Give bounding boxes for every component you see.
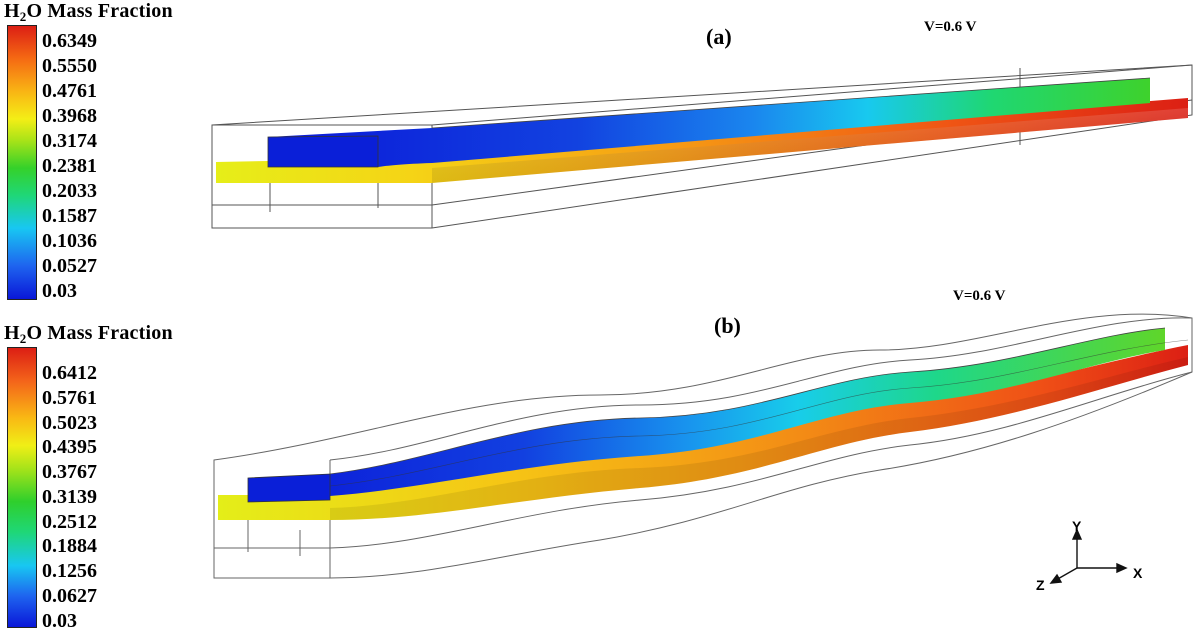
legend-a-tick: 0.6349 [42, 30, 97, 52]
legend-b-tick: 0.3139 [42, 486, 97, 508]
legend-a-tick: 0.5550 [42, 55, 97, 77]
legend-b-colorbar [7, 347, 37, 628]
channel-b [213, 313, 1193, 579]
z-axis-label: Z [1036, 577, 1045, 593]
x-axis-label: X [1133, 565, 1143, 581]
axis-triad [1049, 528, 1128, 584]
legend-b-tick: 0.1256 [42, 560, 97, 582]
y-axis-label: Y [1072, 518, 1082, 534]
legend-b-tick: 0.0627 [42, 585, 97, 607]
legend-b-tick: 0.2512 [42, 511, 97, 533]
legend-a-tick: 0.0527 [42, 255, 97, 277]
legend-b-tick: 0.6412 [42, 362, 97, 384]
gdl-layer-a-shade [432, 108, 1188, 183]
panel-b-voltage: V=0.6 V [953, 288, 1006, 304]
legend-a-tick: 0.1587 [42, 205, 97, 227]
channel-a-inlet-face [267, 135, 379, 168]
legend-a-tick: 0.03 [42, 280, 77, 302]
legend-b-tick: 0.5023 [42, 412, 97, 434]
legend-a-tick: 0.3174 [42, 130, 97, 152]
legend-a-tick: 0.3968 [42, 105, 97, 127]
legend-a-tick: 0.2033 [42, 180, 97, 202]
legend-a-colorbar [7, 25, 37, 300]
legend-b-tick: 0.03 [42, 610, 77, 632]
legend-a-tick: 0.2381 [42, 155, 97, 177]
legend-b-tick: 0.4395 [42, 436, 97, 458]
legend-a-tick: 0.1036 [42, 230, 97, 252]
channel-b-surface [248, 328, 1165, 500]
panel-b-label: (b) [714, 313, 741, 338]
legend-b-title: H2O Mass Fraction [4, 322, 173, 346]
legend-a: H2O Mass Fraction 0.6349 0.5550 0.4761 0… [0, 0, 215, 305]
channel-a-frame [211, 64, 1193, 229]
channel-b-inlet-face [247, 473, 331, 503]
panel-a-voltage: V=0.6 V [924, 19, 977, 35]
x-axis-arrow [1116, 562, 1128, 574]
legend-b-tick: 0.1884 [42, 535, 97, 557]
y-axis-arrow [1071, 528, 1083, 540]
legend-b-tick: 0.3767 [42, 461, 97, 483]
z-axis-arrow [1049, 573, 1063, 584]
legend-b-tick: 0.5761 [42, 387, 97, 409]
legend-b: H2O Mass Fraction 0.6412 0.5761 0.5023 0… [0, 322, 215, 633]
channel-a-surface [268, 78, 1150, 167]
legend-a-title: H2O Mass Fraction [4, 0, 173, 24]
panel-a-label: (a) [706, 24, 732, 49]
legend-a-tick: 0.4761 [42, 80, 97, 102]
